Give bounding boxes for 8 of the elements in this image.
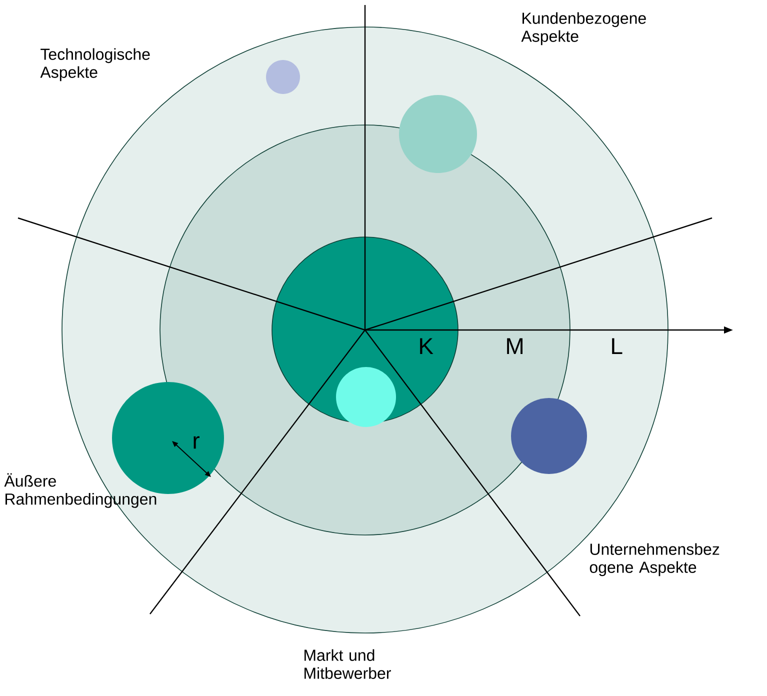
sector-label: Markt und Mitbewerber [304, 649, 391, 679]
ring-label: K [420, 338, 434, 354]
ring-label: L [612, 338, 622, 354]
sector-label: Kundenbezogene Aspekte [521, 12, 646, 46]
radius-label: r [194, 436, 200, 449]
sector-label: Technologische Aspekte [40, 48, 150, 82]
sector-label: Unternehmensbez ogene Aspekte [590, 543, 720, 576]
ring-label: M [507, 338, 522, 354]
